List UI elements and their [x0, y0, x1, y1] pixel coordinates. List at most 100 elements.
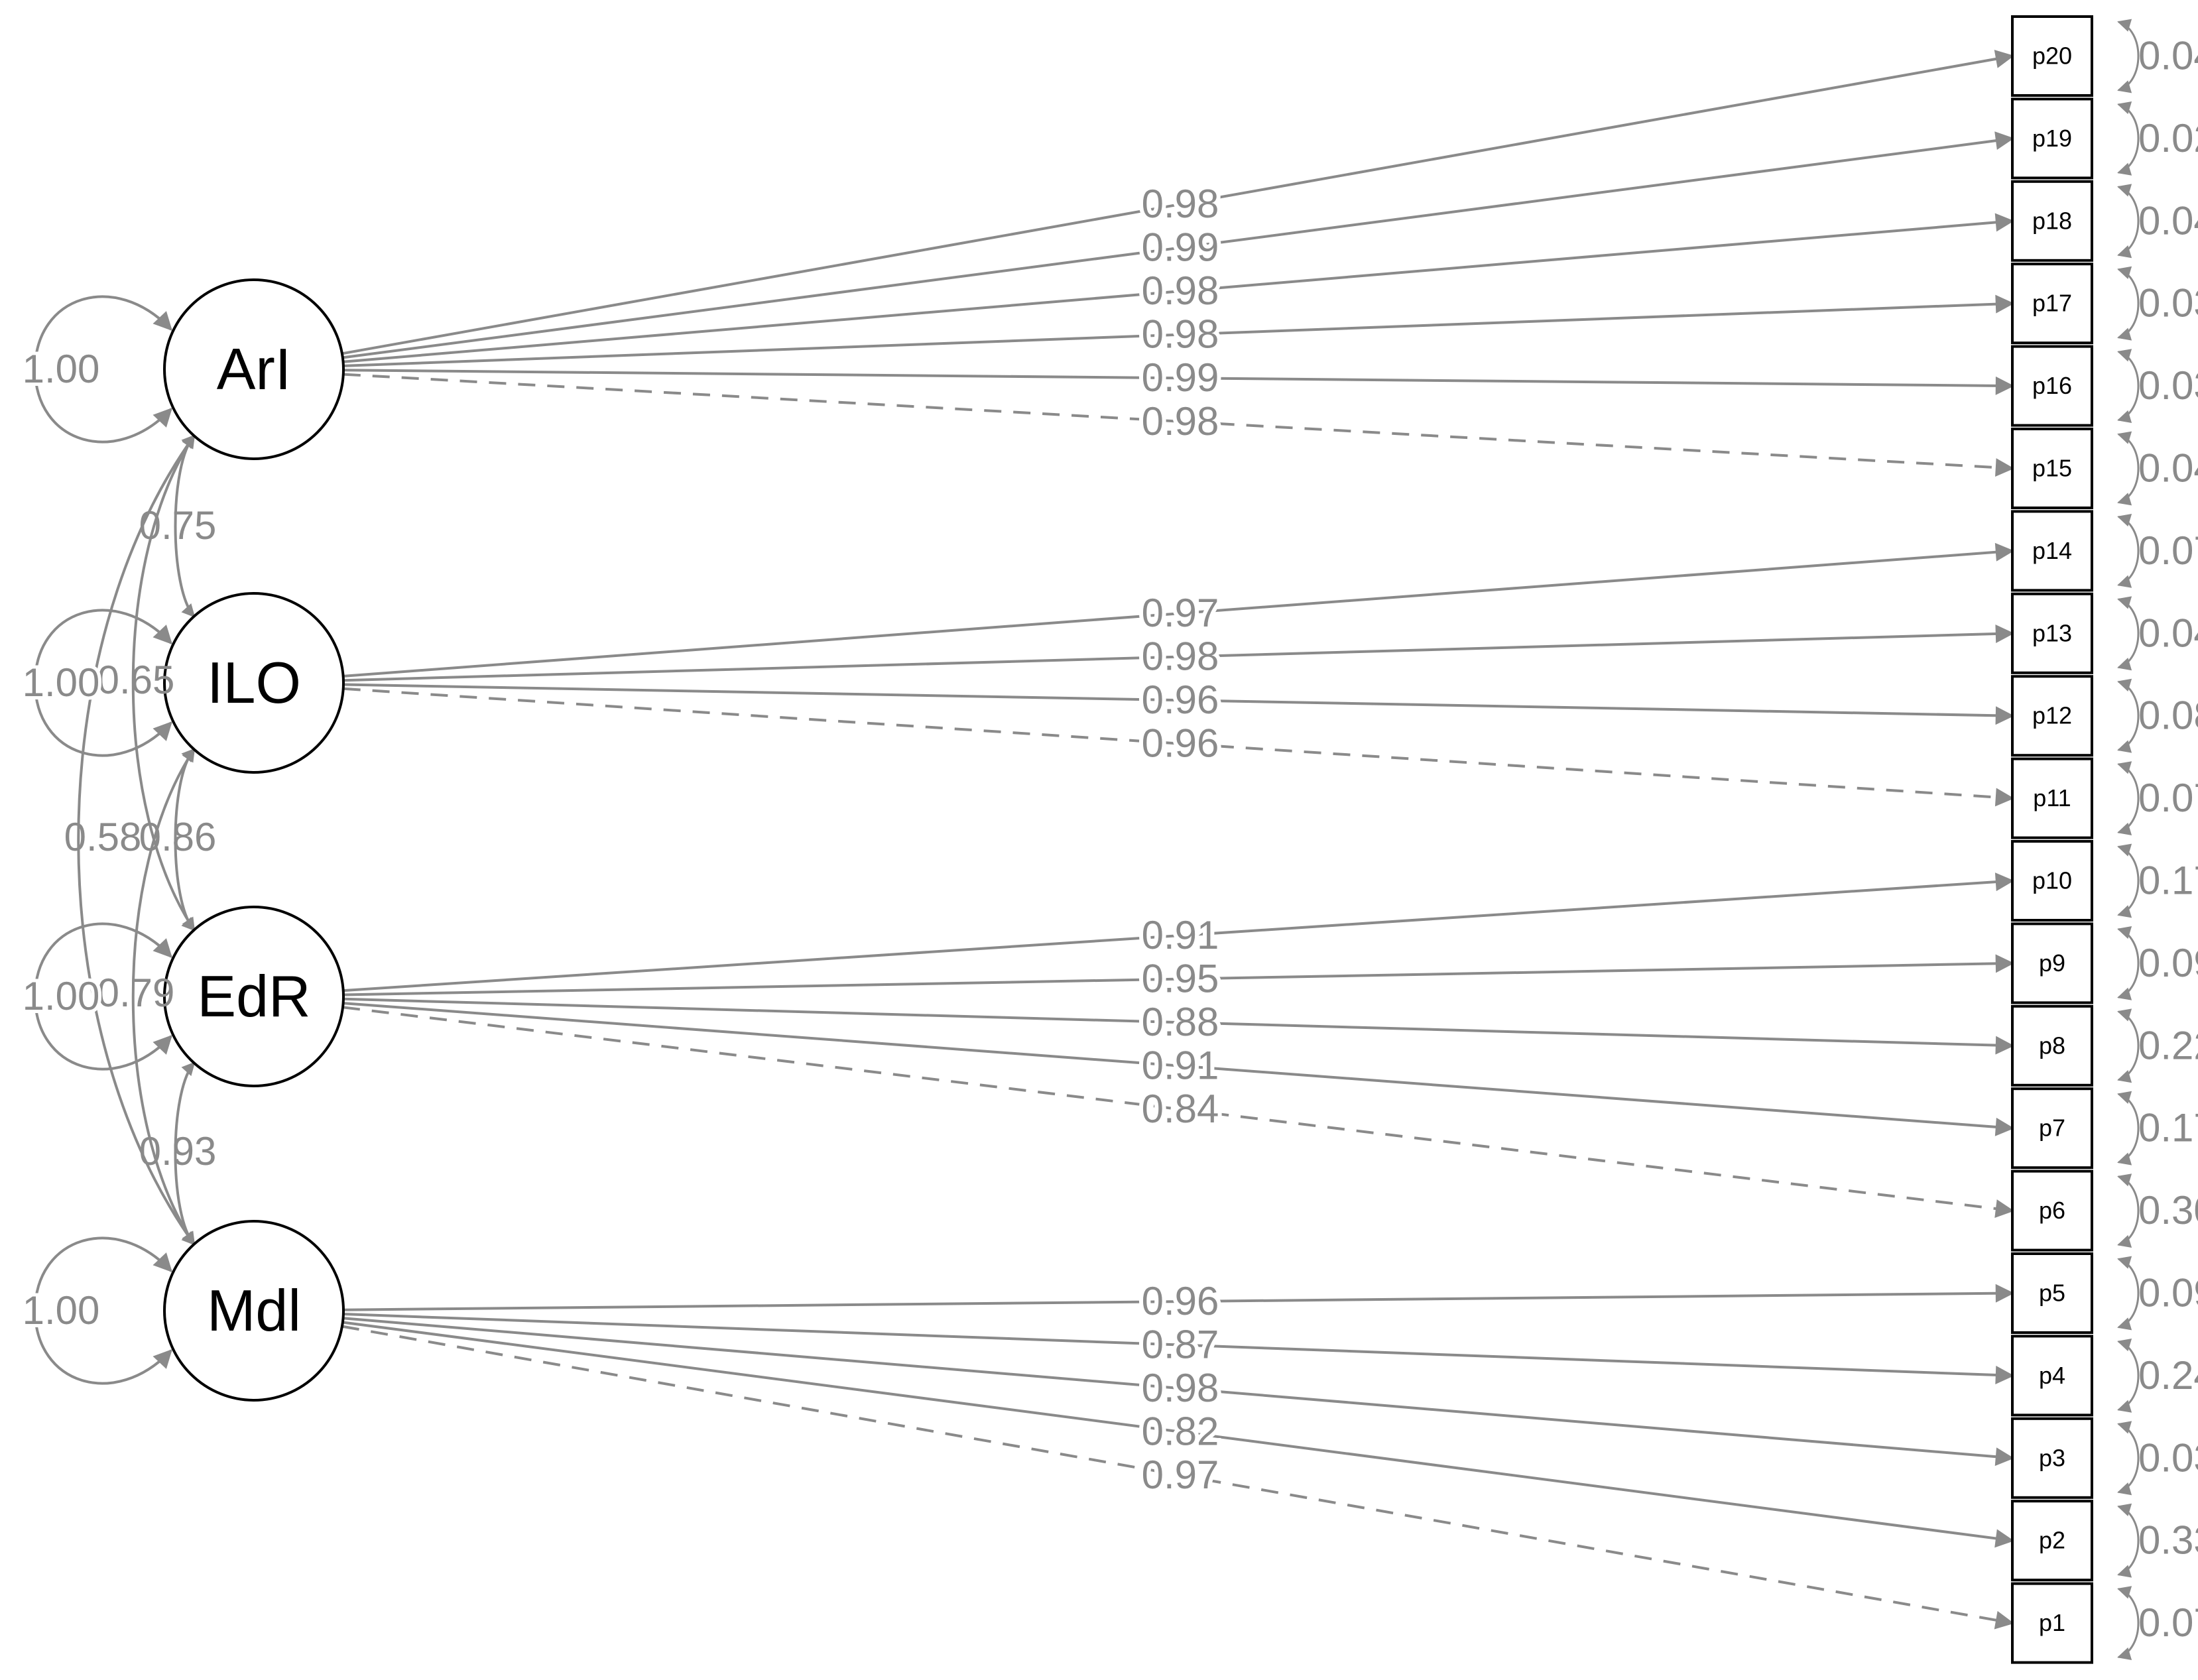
observed-node-p15 [2011, 428, 2093, 509]
observed-node-p13 [2011, 592, 2093, 674]
residual-loop-p14 [2117, 514, 2140, 588]
observed-node-p5 [2011, 1252, 2093, 1334]
loading-arrow-edr-p9 [343, 954, 2014, 996]
residual-loop-p4 [2117, 1339, 2140, 1413]
observed-label-p12: p12 [2032, 702, 2072, 729]
observed-label-p20: p20 [2032, 42, 2072, 70]
loading-label-p18: 0.98 [1142, 269, 1219, 313]
label-layer: 0.980.990.980.980.990.980.970.980.960.96… [19, 34, 2198, 1646]
latent-label-edr: EdR [197, 963, 310, 1029]
observed-node-p7 [2011, 1087, 2093, 1170]
loading-label-p1: 0.97 [1142, 1453, 1219, 1497]
variance-loop-ilo [33, 609, 172, 757]
covariance-label-ilo-mdl: 0.79 [97, 971, 175, 1015]
observed-node-p10 [2011, 840, 2093, 922]
loading-label-p20: 0.98 [1142, 182, 1219, 226]
loading-label-p19: 0.99 [1142, 225, 1219, 270]
variance-loop-ari [33, 295, 172, 444]
loading-arrow-ilo-p11 [343, 687, 2014, 807]
observed-node-p6 [2011, 1170, 2093, 1252]
residual-label-p6: 0.30 [2138, 1188, 2198, 1232]
observed-node-p3 [2011, 1417, 2093, 1499]
residual-label-p14: 0.07 [2138, 528, 2198, 573]
observed-node-p17 [2011, 263, 2093, 345]
loading-label-p17: 0.98 [1142, 312, 1219, 357]
residual-label-p16: 0.03 [2138, 363, 2198, 408]
loading-arrow-ilo-p12 [343, 683, 2014, 725]
observed-node-p11 [2011, 757, 2093, 839]
latent-node-mdl [163, 1220, 345, 1402]
loading-arrow-ari-p18 [343, 213, 2014, 363]
loading-arrow-ari-p17 [343, 294, 2014, 367]
observed-label-p8: p8 [2039, 1032, 2065, 1059]
loading-label-p2: 0.82 [1142, 1410, 1219, 1454]
residual-label-p11: 0.07 [2138, 776, 2198, 820]
loading-arrow-ari-p15 [343, 373, 2014, 477]
observed-node-p14 [2011, 510, 2093, 592]
variance-label-ilo: 1.00 [23, 660, 100, 705]
observed-label-p13: p13 [2032, 619, 2072, 646]
residual-loop-p3 [2117, 1421, 2140, 1496]
latent-node-ilo [163, 592, 345, 774]
observed-label-p17: p17 [2032, 290, 2072, 317]
loading-label-p11: 0.96 [1142, 721, 1219, 766]
loading-label-p6: 0.84 [1142, 1087, 1219, 1131]
loading-arrow-mdl-p2 [342, 1321, 2014, 1548]
observed-node-p2 [2011, 1500, 2093, 1582]
observed-label-p18: p18 [2032, 207, 2072, 234]
observed-label-p3: p3 [2039, 1444, 2065, 1471]
residual-label-p3: 0.03 [2138, 1435, 2198, 1480]
loading-label-p3: 0.98 [1142, 1366, 1219, 1410]
residual-loop-p9 [2117, 926, 2140, 1000]
covariance-label-ari-mdl: 0.58 [64, 815, 142, 859]
residual-label-p20: 0.04 [2138, 34, 2198, 78]
residual-loop-p10 [2117, 843, 2140, 918]
loading-label-p5: 0.96 [1142, 1279, 1219, 1323]
loading-arrow-edr-p8 [343, 997, 2014, 1055]
variance-loop-edr [33, 922, 172, 1071]
residual-label-p13: 0.04 [2138, 611, 2198, 655]
residual-loop-p1 [2117, 1586, 2140, 1660]
residual-label-p18: 0.04 [2138, 198, 2198, 243]
loading-label-p15: 0.98 [1142, 399, 1219, 444]
loading-layer [341, 50, 2014, 1630]
observed-label-p7: p7 [2039, 1114, 2065, 1142]
observed-node-p16 [2011, 345, 2093, 427]
observed-node-p1 [2011, 1582, 2093, 1664]
residual-loop-p18 [2117, 184, 2140, 259]
observed-label-p5: p5 [2039, 1280, 2065, 1307]
observed-label-p4: p4 [2039, 1362, 2065, 1389]
node-layer: ArIILOEdRMdlp20p19p18p17p16p15p14p13p12p… [163, 15, 2093, 1664]
loading-arrow-ari-p19 [342, 131, 2014, 359]
loading-arrow-ari-p16 [343, 369, 2014, 395]
residual-label-p9: 0.09 [2138, 941, 2198, 985]
residual-loop-p5 [2117, 1256, 2140, 1331]
covariance-arrow-ari-edr [131, 434, 196, 931]
observed-node-p12 [2011, 675, 2093, 757]
observed-label-p6: p6 [2039, 1197, 2065, 1224]
loading-arrow-ilo-p14 [343, 542, 2014, 678]
loading-arrow-mdl-p5 [343, 1284, 2014, 1311]
residual-loop-p15 [2117, 431, 2140, 506]
loading-label-p13: 0.98 [1142, 634, 1219, 679]
residual-loop-p6 [2117, 1173, 2140, 1248]
loading-arrow-ari-p20 [341, 50, 2014, 355]
residual-label-p10: 0.17 [2138, 859, 2198, 903]
observed-node-p20 [2011, 15, 2093, 97]
observed-node-p9 [2011, 922, 2093, 1004]
covariance-label-ari-edr: 0.65 [97, 658, 175, 702]
loading-arrow-ilo-p13 [343, 625, 2014, 682]
covariance-label-edr-mdl: 0.93 [139, 1129, 217, 1173]
residual-loop-p13 [2117, 596, 2140, 671]
loading-label-p4: 0.87 [1142, 1323, 1219, 1367]
covariance-arrow-ilo-mdl [131, 748, 196, 1246]
residual-label-p7: 0.17 [2138, 1106, 2198, 1150]
observed-node-p8 [2011, 1004, 2093, 1087]
loading-arrow-mdl-p1 [341, 1325, 2014, 1630]
loading-label-p7: 0.91 [1142, 1044, 1219, 1088]
residual-loop-p17 [2117, 266, 2140, 341]
residual-loop-p19 [2117, 101, 2140, 176]
residual-label-p12: 0.08 [2138, 693, 2198, 738]
covariance-arrow-ari-mdl [77, 434, 196, 1246]
